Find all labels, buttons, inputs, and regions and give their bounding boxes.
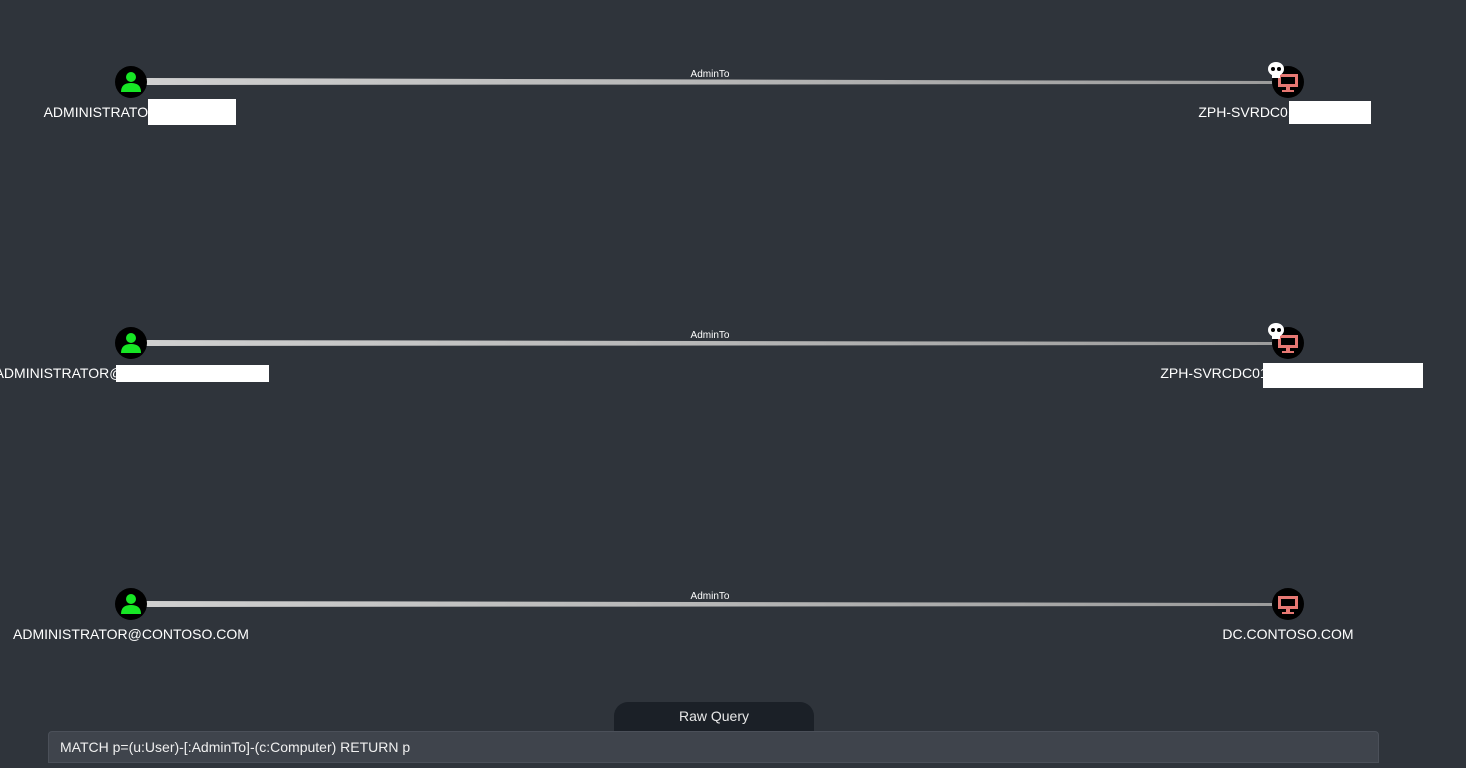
user-node-label: ADMINISTRATOR@ bbox=[43, 104, 173, 120]
path-3: AdminTo bbox=[115, 588, 1304, 620]
computer-icon bbox=[1278, 74, 1298, 92]
redaction-box bbox=[148, 99, 236, 125]
redaction-box bbox=[1263, 363, 1423, 388]
user-icon bbox=[121, 72, 141, 92]
user-icon bbox=[121, 594, 141, 614]
computer-node-3[interactable] bbox=[1272, 588, 1304, 620]
user-node-3[interactable] bbox=[115, 588, 147, 620]
path-2: AdminTo bbox=[115, 323, 1304, 359]
edge-adminto-3[interactable] bbox=[146, 601, 1272, 607]
edge-adminto-1[interactable] bbox=[146, 78, 1272, 85]
raw-query-tab[interactable]: Raw Query bbox=[614, 702, 814, 732]
user-node-label: ADMINISTRATOR@ bbox=[0, 365, 124, 381]
computer-icon bbox=[1278, 335, 1298, 353]
path-1: AdminTo bbox=[115, 62, 1304, 98]
edge-adminto-2[interactable] bbox=[146, 340, 1272, 346]
computer-node-label: ZPH-SVRCDC01 bbox=[1160, 365, 1268, 381]
computer-icon bbox=[1278, 596, 1298, 614]
computer-node-label: ZPH-SVRDC01 bbox=[1198, 104, 1296, 120]
skull-icon bbox=[1268, 323, 1284, 339]
raw-query-input[interactable] bbox=[48, 731, 1379, 763]
graph-svg[interactable]: AdminTo bbox=[0, 0, 1466, 700]
edge-label-2: AdminTo bbox=[691, 330, 730, 341]
user-node-label: ADMINISTRATOR@CONTOSO.COM bbox=[13, 626, 249, 642]
computer-node-label: DC.CONTOSO.COM bbox=[1222, 626, 1354, 642]
edge-label-3: AdminTo bbox=[691, 591, 730, 602]
redaction-box bbox=[1289, 101, 1371, 124]
redaction-box bbox=[116, 365, 269, 382]
user-icon bbox=[121, 333, 141, 353]
user-node-2[interactable] bbox=[115, 327, 147, 359]
skull-icon bbox=[1268, 62, 1284, 78]
edge-label-1: AdminTo bbox=[691, 69, 730, 80]
user-node-1[interactable] bbox=[115, 66, 147, 98]
